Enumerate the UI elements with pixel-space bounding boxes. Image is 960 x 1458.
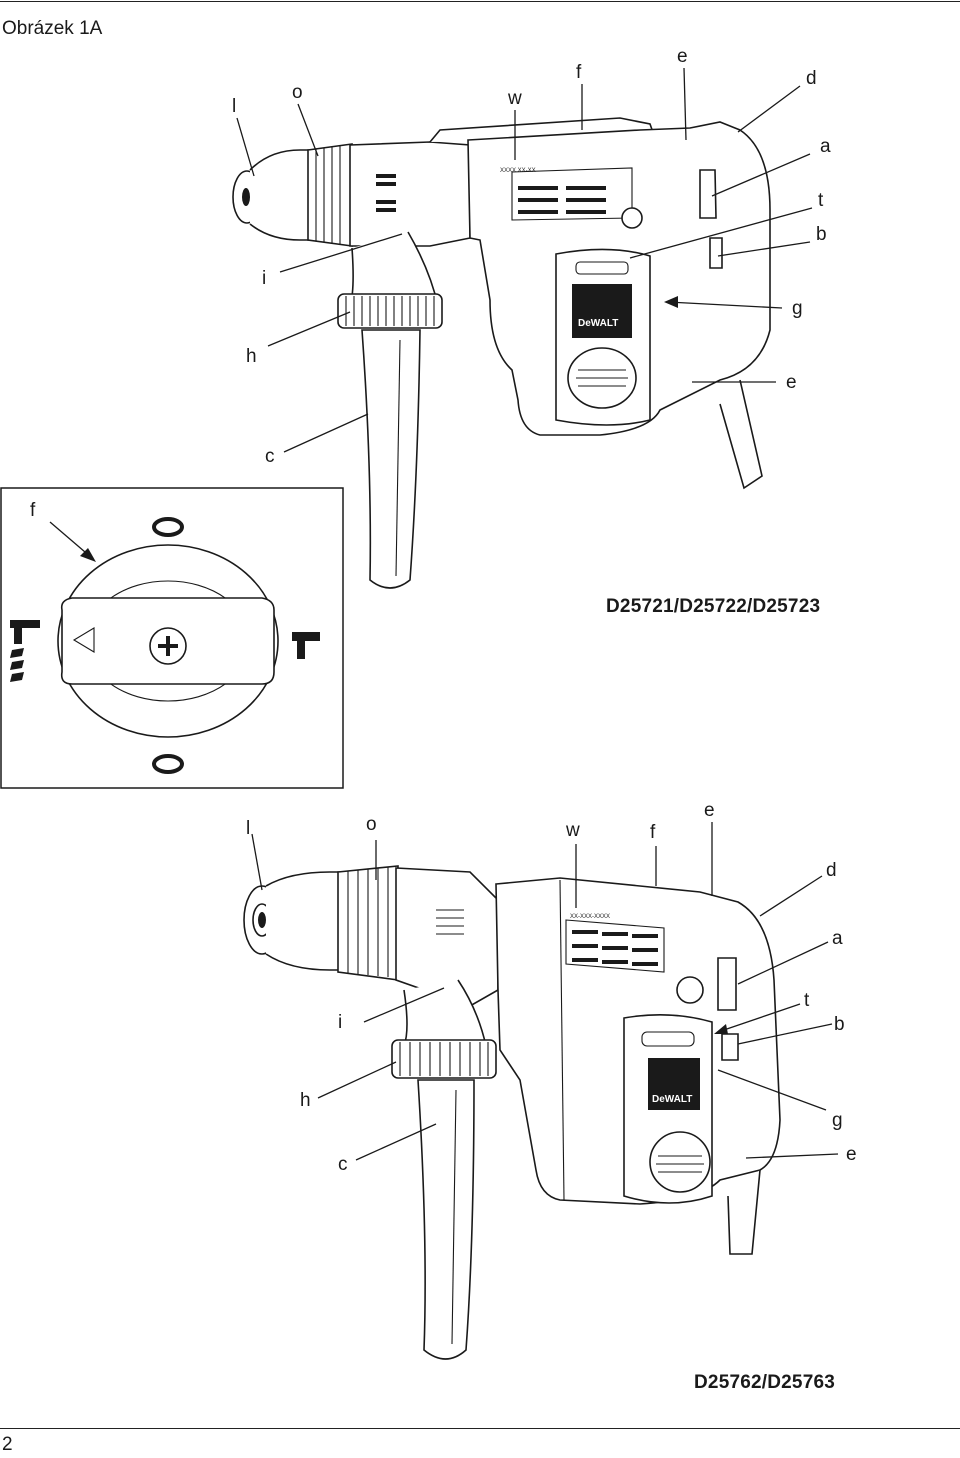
top-drill-illustration: XXXX XX-XX DeWALT	[232, 117, 771, 589]
label-c-top: c	[265, 446, 275, 467]
label-f-top: f	[576, 62, 582, 83]
label-f-inset: f	[30, 500, 36, 521]
model-number-bottom: D25762/D25763	[694, 1372, 835, 1393]
label-w-bottom: w	[565, 820, 580, 841]
label-b-bottom: b	[834, 1014, 845, 1035]
label-g-bottom: g	[832, 1110, 843, 1131]
label-e-bottom: e	[704, 800, 715, 821]
label-d-bottom: d	[826, 860, 837, 881]
label-l-top: l	[232, 96, 236, 117]
page-title: Obrázek 1A	[2, 18, 103, 39]
label-a-bottom: a	[832, 928, 843, 949]
serial-marking-bottom: XX-XXX-XXXX	[570, 914, 610, 920]
label-i-top: i	[262, 268, 266, 289]
serial-marking: XXXX XX-XX	[500, 168, 536, 174]
label-b-top: b	[816, 224, 827, 245]
bottom-leader-lines	[251, 822, 839, 1161]
model-number-top: D25721/D25722/D25723	[606, 596, 821, 617]
label-c-bottom: c	[338, 1154, 348, 1175]
label-h-top: h	[246, 346, 257, 367]
brand-logo-bottom: DeWALT	[652, 1094, 692, 1105]
bottom-drill-illustration: XX-XXX-XXXX DeWALT	[243, 865, 781, 1360]
label-w-top: w	[507, 88, 522, 109]
label-f-bottom: f	[650, 822, 656, 843]
top-leader-lines	[236, 67, 813, 453]
label-e-top: e	[677, 46, 688, 67]
label-g-top: g	[792, 298, 803, 319]
brand-logo: DeWALT	[578, 318, 618, 329]
mode-selector-inset	[0, 487, 344, 789]
label-t-bottom: t	[804, 990, 810, 1011]
label-e2-top: e	[786, 372, 797, 393]
label-h-bottom: h	[300, 1090, 311, 1111]
label-d-top: d	[806, 68, 817, 89]
page-number: 2	[2, 1434, 13, 1455]
label-a-top: a	[820, 136, 831, 157]
top-rule	[0, 1, 960, 2]
label-t-top: t	[818, 190, 824, 211]
bottom-rule	[0, 1428, 960, 1429]
label-o-top: o	[292, 82, 303, 103]
label-i-bottom: i	[338, 1012, 342, 1033]
label-l-bottom: l	[246, 818, 250, 839]
label-e2-bottom: e	[846, 1144, 857, 1165]
label-o-bottom: o	[366, 814, 377, 835]
